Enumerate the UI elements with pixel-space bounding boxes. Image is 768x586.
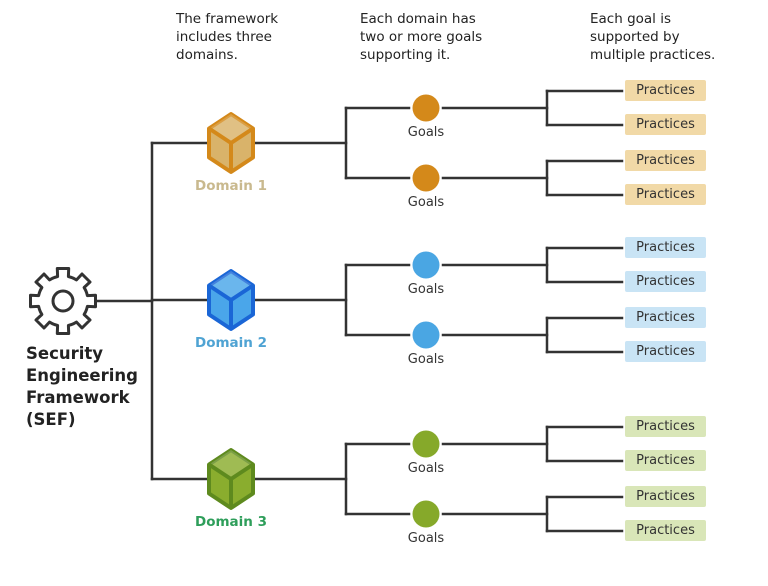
practice-box: Practices bbox=[625, 237, 706, 258]
practice-box: Practices bbox=[625, 341, 706, 362]
gear-outline bbox=[29, 267, 97, 335]
practice-box: Practices bbox=[625, 450, 706, 471]
goal-circle bbox=[412, 321, 440, 349]
goal-circle bbox=[412, 251, 440, 279]
practice-box: Practices bbox=[625, 114, 706, 135]
domain-3-cube-icon bbox=[207, 448, 255, 510]
cube-edges bbox=[207, 126, 255, 172]
header-domains: The framework includes three domains. bbox=[176, 11, 279, 63]
header-practices: Each goal is supported by multiple pract… bbox=[590, 11, 716, 63]
domain-label: Domain 1 bbox=[195, 178, 267, 194]
cube-edges bbox=[207, 462, 255, 508]
goal-circle bbox=[412, 164, 440, 192]
domain-label: Domain 3 bbox=[195, 514, 267, 530]
practice-box: Practices bbox=[625, 271, 706, 292]
goal-label: Goals bbox=[407, 195, 445, 210]
practice-box: Practices bbox=[625, 184, 706, 205]
practice-box: Practices bbox=[625, 307, 706, 328]
goal-label: Goals bbox=[407, 352, 445, 367]
goal-circle bbox=[412, 430, 440, 458]
practice-box: Practices bbox=[625, 80, 706, 101]
practice-box: Practices bbox=[625, 520, 706, 541]
cube-edges bbox=[207, 283, 255, 329]
practice-box: Practices bbox=[625, 150, 706, 171]
gear-icon bbox=[29, 267, 97, 335]
goal-label: Goals bbox=[407, 531, 445, 546]
root-label: Security Engineering Framework (SEF) bbox=[26, 344, 138, 429]
practice-box: Practices bbox=[625, 416, 706, 437]
gear-hub bbox=[51, 289, 75, 313]
goal-circle bbox=[412, 94, 440, 122]
goal-circle bbox=[412, 500, 440, 528]
practice-box: Practices bbox=[625, 486, 706, 507]
goal-label: Goals bbox=[407, 125, 445, 140]
goal-label: Goals bbox=[407, 282, 445, 297]
domain-2-cube-icon bbox=[207, 269, 255, 331]
domain-label: Domain 2 bbox=[195, 335, 267, 351]
goal-label: Goals bbox=[407, 461, 445, 476]
domain-1-cube-icon bbox=[207, 112, 255, 174]
header-goals: Each domain has two or more goals suppor… bbox=[360, 11, 483, 63]
